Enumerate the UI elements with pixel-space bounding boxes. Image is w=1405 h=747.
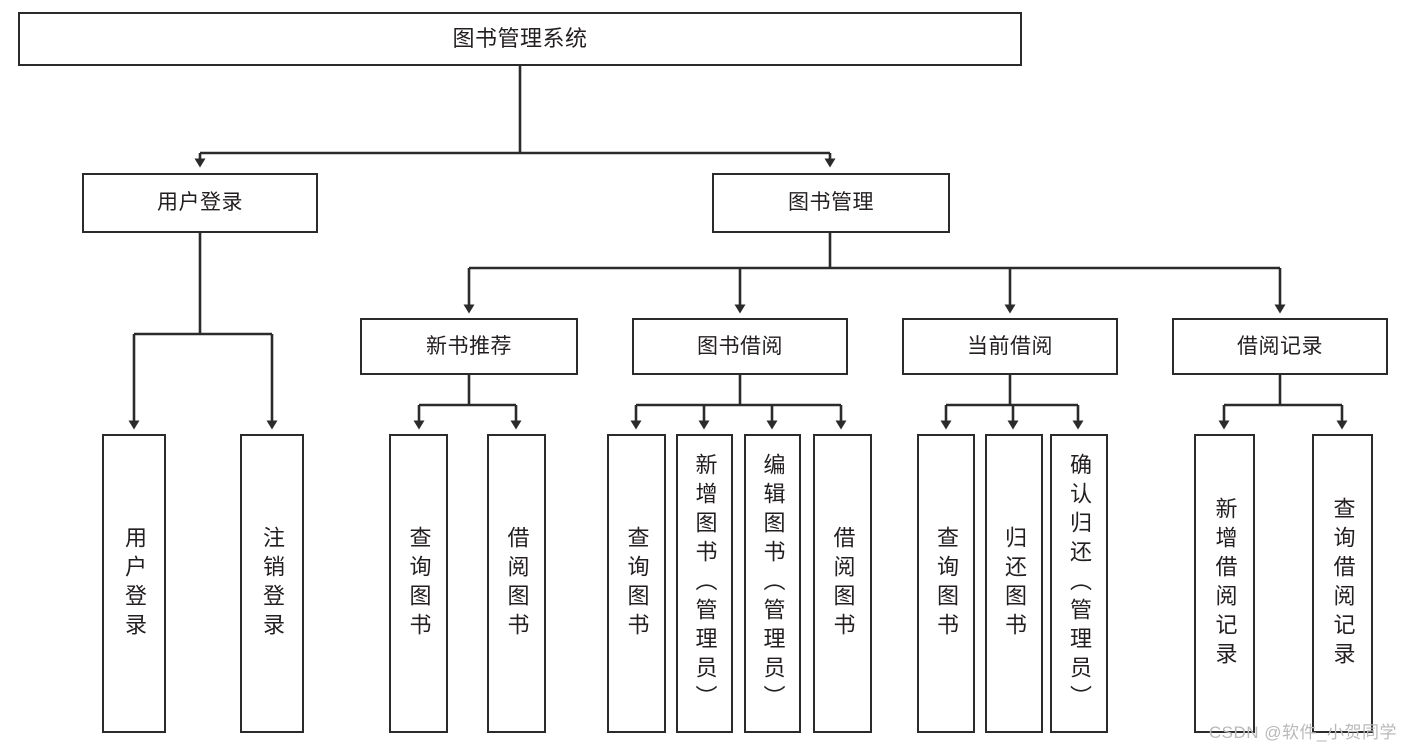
node-leaf-add-book[interactable]: 新增图书（管理员） <box>676 434 733 733</box>
node-label: 新增借阅记录 <box>1212 496 1238 671</box>
node-label: 借阅图书 <box>830 525 856 642</box>
node-label: 当前借阅 <box>967 334 1053 358</box>
node-label: 确认归还（管理员） <box>1067 453 1092 714</box>
node-borrow-record[interactable]: 借阅记录 <box>1172 318 1388 375</box>
edge-borrow-record-to-leaves <box>1218 375 1348 430</box>
node-leaf-query-book-3[interactable]: 查询图书 <box>917 434 975 733</box>
node-root-book-management-system[interactable]: 图书管理系统 <box>18 12 1022 66</box>
node-label: 图书管理系统 <box>452 25 588 51</box>
edge-book-management-to-tier2 <box>463 233 1286 314</box>
node-new-book-recommend[interactable]: 新书推荐 <box>360 318 578 375</box>
node-leaf-query-book-2[interactable]: 查询图书 <box>607 434 666 733</box>
edge-new-book-recommend-to-leaves <box>413 375 522 430</box>
edge-user-login-to-leaves <box>128 233 278 430</box>
node-leaf-logout[interactable]: 注销登录 <box>240 434 304 733</box>
node-label: 用户登录 <box>122 525 147 642</box>
edge-current-borrow-to-leaves <box>940 375 1084 430</box>
node-label: 用户登录 <box>157 191 243 215</box>
node-leaf-add-record[interactable]: 新增借阅记录 <box>1194 434 1255 733</box>
node-label: 图书管理 <box>788 191 874 215</box>
node-leaf-borrow-book-2[interactable]: 借阅图书 <box>813 434 872 733</box>
node-label: 新书推荐 <box>426 334 512 358</box>
node-book-management[interactable]: 图书管理 <box>712 173 950 233</box>
node-label: 查询图书 <box>934 525 959 642</box>
node-label: 查询借阅记录 <box>1330 496 1356 671</box>
edge-root-to-tier1 <box>194 66 836 168</box>
node-book-borrow[interactable]: 图书借阅 <box>632 318 848 375</box>
node-label: 查询图书 <box>624 525 650 642</box>
node-label: 借阅图书 <box>504 525 530 642</box>
node-label: 新增图书（管理员） <box>692 453 718 714</box>
node-label: 注销登录 <box>260 525 285 642</box>
csdn-watermark: CSDN @软件_小贺同学 <box>1208 723 1397 742</box>
node-leaf-confirm-return[interactable]: 确认归还（管理员） <box>1050 434 1108 733</box>
node-leaf-query-book-1[interactable]: 查询图书 <box>389 434 448 733</box>
node-user-login[interactable]: 用户登录 <box>82 173 318 233</box>
node-label: 借阅记录 <box>1237 334 1323 358</box>
node-label: 编辑图书（管理员） <box>760 453 786 714</box>
edge-book-borrow-to-leaves <box>630 375 847 430</box>
node-leaf-borrow-book-1[interactable]: 借阅图书 <box>487 434 546 733</box>
node-label: 查询图书 <box>406 525 432 642</box>
node-leaf-query-record[interactable]: 查询借阅记录 <box>1312 434 1373 733</box>
node-label: 归还图书 <box>1002 525 1027 642</box>
node-label: 图书借阅 <box>697 334 783 358</box>
node-leaf-user-login[interactable]: 用户登录 <box>102 434 166 733</box>
node-leaf-edit-book[interactable]: 编辑图书（管理员） <box>744 434 801 733</box>
node-leaf-return-book[interactable]: 归还图书 <box>985 434 1043 733</box>
node-current-borrow[interactable]: 当前借阅 <box>902 318 1118 375</box>
